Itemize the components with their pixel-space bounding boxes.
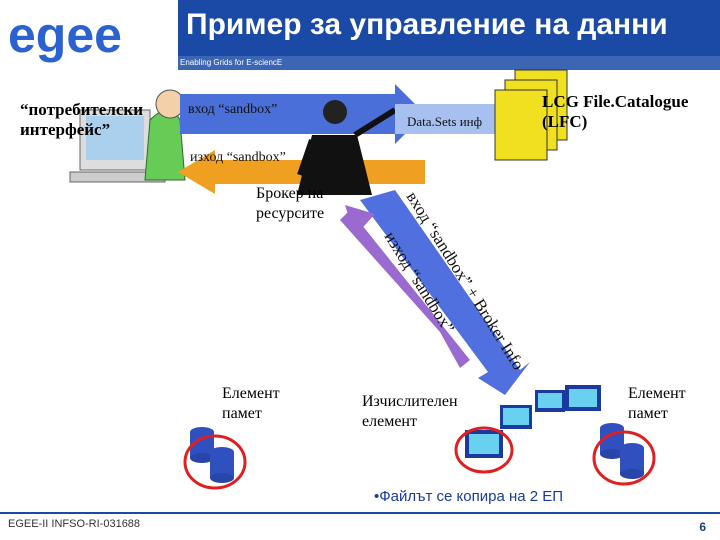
footer-project-id: EGEE-II INFSO-RI-031688	[8, 518, 141, 530]
svg-text:egee: egee	[8, 7, 122, 63]
resource-broker-icon	[297, 100, 397, 195]
resource-broker-label: Брокер на ресурсите	[256, 185, 325, 222]
compute-element-icon	[454, 385, 601, 474]
compute-element-label: Изчислителен елемент	[362, 393, 458, 430]
storage-element-right-icon	[592, 423, 656, 486]
subtitle-band	[178, 56, 720, 70]
page-number: 6	[699, 520, 706, 534]
output-sandbox-label: изход “sandbox”	[190, 150, 286, 165]
storage-element-left-icon	[183, 427, 247, 490]
title-band	[178, 0, 720, 56]
file-catalogue-icon	[494, 69, 568, 161]
egee-logo: egee	[6, 6, 174, 66]
page-title: Пример за управление на данни	[186, 8, 668, 41]
user-interface-label: “потребителски интерфейс”	[20, 100, 143, 139]
broker-to-ce-arrow	[360, 190, 530, 395]
footer-divider	[0, 512, 720, 514]
header: egee Пример за управление на данни Enabl…	[0, 0, 720, 72]
input-sandbox-label: вход “sandbox”	[188, 102, 278, 117]
storage-right-label: Елемент памет	[628, 385, 686, 422]
page-subtitle: Enabling Grids for E-sciencE	[180, 58, 283, 67]
lfc-label: LCG File.Catalogue (LFC)	[542, 92, 689, 131]
ce-to-broker-arrow	[340, 205, 470, 368]
datasets-info-arrow	[395, 94, 525, 144]
storage-left-label: Елемент памет	[222, 385, 280, 422]
copy-note: •Файлът се копира на 2 ЕП	[374, 488, 564, 505]
user-workstation-icon	[69, 89, 186, 183]
datasets-info-label: Data.Sets инф	[407, 114, 483, 129]
